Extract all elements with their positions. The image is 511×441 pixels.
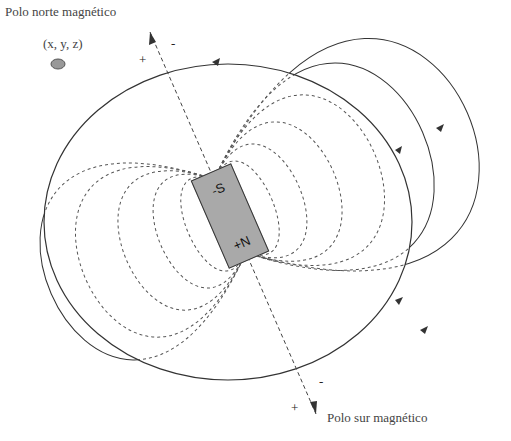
magnet-pole-s: -S — [209, 179, 227, 198]
polarity-sign: - — [318, 374, 324, 389]
polarity-sign: + — [290, 400, 299, 415]
point-label: (x, y, z) — [42, 36, 84, 51]
pole-label: Polo sur magnético — [326, 410, 428, 425]
earth-outline — [44, 64, 412, 380]
field-lines-outer — [5, 7, 511, 400]
axis-arrow — [310, 401, 317, 414]
magnet-pole-n: +N — [231, 233, 253, 254]
axis-arrow — [149, 32, 156, 45]
field-lines-inner — [5, 7, 511, 400]
magnetic-axis — [150, 32, 316, 414]
bar-magnet: -S +N — [191, 163, 270, 269]
polarity-sign: + — [138, 52, 147, 67]
pole-label: Polo norte magnético — [4, 4, 117, 19]
point-marker — [51, 59, 65, 69]
field-arrows — [212, 58, 444, 334]
polarity-sign: - — [170, 36, 176, 51]
